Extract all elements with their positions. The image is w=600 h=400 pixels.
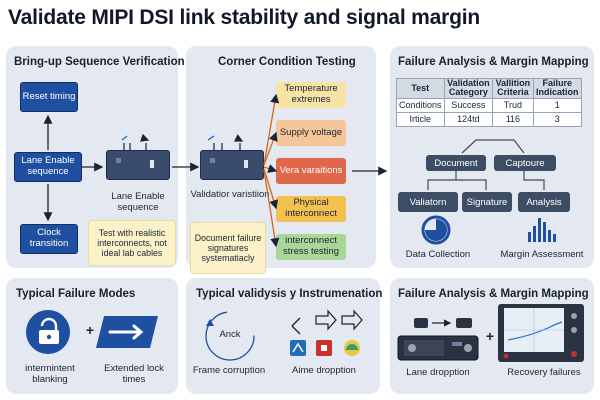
instrumentation-title: Typical validysis y Instrumenation [196, 288, 383, 300]
table-header: Failure Indication [532, 78, 583, 99]
condition-physical-interconnect[interactable]: Physical interconnect [276, 196, 346, 222]
aime-dropption-label: Aime dropption [292, 365, 356, 376]
condition-stress-testing[interactable]: interconnect stress testing [276, 234, 346, 260]
failure-table: Test Validation Category Vallition Crite… [396, 78, 583, 127]
page-title: Validate MIPI DSI link stability and sig… [8, 6, 480, 29]
lane-dropption-label: Lane dropption [406, 367, 470, 378]
reset-timing-box[interactable]: Reset timing [20, 82, 78, 112]
clock-transition-box[interactable]: Clock transition [20, 224, 78, 254]
ack-label: Anck [219, 329, 241, 340]
lane-enable-box[interactable]: Lane Enable sequence [14, 152, 82, 182]
chip-icon [207, 136, 248, 168]
recovery-failures-label: Recovery failures [507, 367, 581, 378]
signal-icon [344, 340, 360, 356]
failure-lock-times-label: Extended lock times [104, 363, 164, 385]
failure-intermittent-label: intermintent blanking [25, 363, 75, 385]
instrumentation-panel [186, 278, 380, 394]
chevron-icon [291, 317, 301, 335]
fanout-arrows [263, 93, 280, 248]
condition-supply-voltage[interactable]: Supply voltage [276, 120, 346, 146]
arrow-outline-icon [341, 309, 363, 331]
table-header: Test [396, 78, 445, 99]
lock-icon [26, 310, 70, 354]
corner-note: Document failure signatures systematiacl… [190, 222, 266, 274]
corner-chip-label: Validatior varistiion [190, 189, 270, 200]
corner-title: Corner Condition Testing [218, 56, 356, 68]
arrow-outline-icon [315, 309, 337, 331]
margin-assessment-label: Margin Assessment [500, 249, 584, 260]
table-header: Validation Category [443, 78, 494, 99]
data-collection-label: Data Collection [405, 249, 471, 260]
fa-top-title: Failure Analysis & Margin Mapping [398, 56, 589, 68]
bringup-title: Bring-up Sequence Verification [14, 56, 185, 68]
lane-enable-chip [106, 150, 170, 180]
chip-icon [116, 136, 154, 168]
plus-sign: + [85, 322, 95, 338]
table-cell: 3 [532, 111, 583, 127]
refresh-icon [205, 311, 255, 361]
table-cell: 116 [492, 111, 534, 127]
capture-box[interactable]: Captoure [494, 155, 556, 171]
waveform-icon [290, 340, 306, 356]
table-row: Irticle 124td 116 3 [396, 111, 583, 127]
device-icon [397, 318, 479, 361]
validation-box[interactable]: Valiatorn [398, 192, 458, 212]
bar-chart-icon [528, 218, 556, 242]
bringup-chip-label: Lane Enable sequence [111, 191, 165, 213]
frame-corruption-label: Frame corruption [192, 365, 266, 376]
error-icon [316, 340, 332, 356]
oscilloscope-icon [498, 304, 584, 362]
failure-modes-title: Typical Failure Modes [16, 288, 136, 300]
condition-temperature[interactable]: Temperature extremes [276, 82, 346, 108]
pie-chart-icon [421, 215, 451, 245]
analysis-box[interactable]: Analysis [518, 192, 570, 212]
document-box[interactable]: Document [426, 155, 486, 171]
plus-sign-bottom: + [485, 328, 495, 344]
signature-box[interactable]: Signature [462, 192, 512, 212]
validation-chip [200, 150, 264, 180]
arrow-right-icon [96, 316, 158, 348]
fa-bottom-title: Failure Analysis & Margin Mapping [398, 288, 589, 300]
tree-connectors [427, 139, 545, 190]
bringup-note: Test with realistic interconnects, not i… [88, 220, 176, 266]
condition-variations[interactable]: Vera varaitions [276, 158, 346, 184]
